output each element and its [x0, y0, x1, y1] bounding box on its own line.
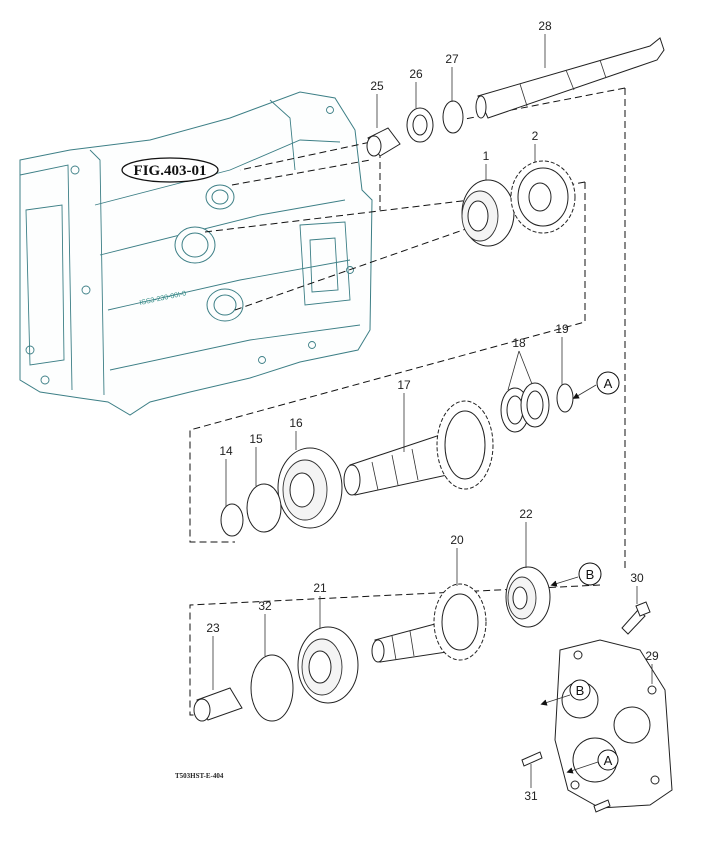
callout-19: 19	[555, 322, 569, 336]
part-26-needle-bearing[interactable]	[406, 107, 434, 143]
ref-marker-b-upper[interactable]: B	[550, 562, 602, 587]
callout-31: 31	[524, 789, 538, 803]
part-32-snap-ring[interactable]	[250, 654, 294, 722]
callout-22: 22	[519, 507, 533, 521]
part-30-bolt[interactable]	[621, 601, 651, 635]
callout-32: 32	[258, 599, 272, 613]
callout-28: 28	[538, 19, 552, 33]
callout-30: 30	[630, 571, 644, 585]
callout-23: 23	[206, 621, 220, 635]
callout-26: 26	[409, 67, 423, 81]
ref-marker-a-upper[interactable]: A	[572, 371, 620, 399]
part-1-ball-bearing[interactable]	[461, 179, 515, 247]
callout-16: 16	[289, 416, 303, 430]
part-16-ball-bearing[interactable]	[277, 447, 343, 529]
ref-marker-b-cover[interactable]: B	[540, 679, 591, 706]
callout-14: 14	[219, 444, 233, 458]
callout-29: 29	[645, 649, 659, 663]
figure-ref-label: FIG.403-01	[134, 163, 207, 179]
callout-21: 21	[313, 581, 327, 595]
part-21-ball-bearing[interactable]	[297, 626, 359, 704]
callout-25: 25	[370, 79, 384, 93]
figure-ref-badge[interactable]: FIG.403-01	[121, 157, 219, 183]
callout-20: 20	[450, 533, 464, 547]
part-25-bushing[interactable]	[366, 127, 401, 157]
part-20-output-shaft[interactable]	[371, 583, 487, 663]
drawing-code: T503HST-E-404	[175, 772, 224, 780]
part-2-gear[interactable]	[510, 160, 576, 234]
assembly-boundaries	[189, 87, 626, 716]
callout-15: 15	[249, 432, 263, 446]
ref-letter: B	[586, 567, 595, 582]
part-18-needle-bearings[interactable]	[500, 382, 550, 433]
ref-letter: A	[604, 376, 613, 391]
part-22-ball-bearing[interactable]	[505, 566, 551, 628]
ref-marker-a-cover[interactable]: A	[566, 749, 619, 774]
part-28-shaft[interactable]	[475, 37, 665, 119]
callout-2: 2	[532, 129, 539, 143]
callout-1: 1	[483, 149, 490, 163]
part-17-input-shaft[interactable]	[343, 400, 494, 496]
part-19-snap-ring[interactable]	[556, 383, 574, 413]
part-14-circlip[interactable]	[220, 503, 244, 537]
callouts: 28 27 26 25 1 2 18 19 17 16 15 14 22 20 …	[206, 19, 659, 803]
callout-27: 27	[445, 52, 459, 66]
ref-letter: A	[604, 753, 613, 768]
callout-18: 18	[512, 336, 526, 350]
part-31-dowel-pins[interactable]	[521, 751, 611, 813]
part-27-snap-ring[interactable]	[442, 100, 464, 134]
part-29-cover-plate[interactable]	[554, 639, 673, 809]
part-23-bushing[interactable]	[193, 687, 243, 722]
ref-letter: B	[576, 683, 585, 698]
transmission-housing: ISS3-230-00I-0	[19, 91, 373, 416]
callout-17: 17	[397, 378, 411, 392]
part-15-shim[interactable]	[246, 483, 282, 533]
